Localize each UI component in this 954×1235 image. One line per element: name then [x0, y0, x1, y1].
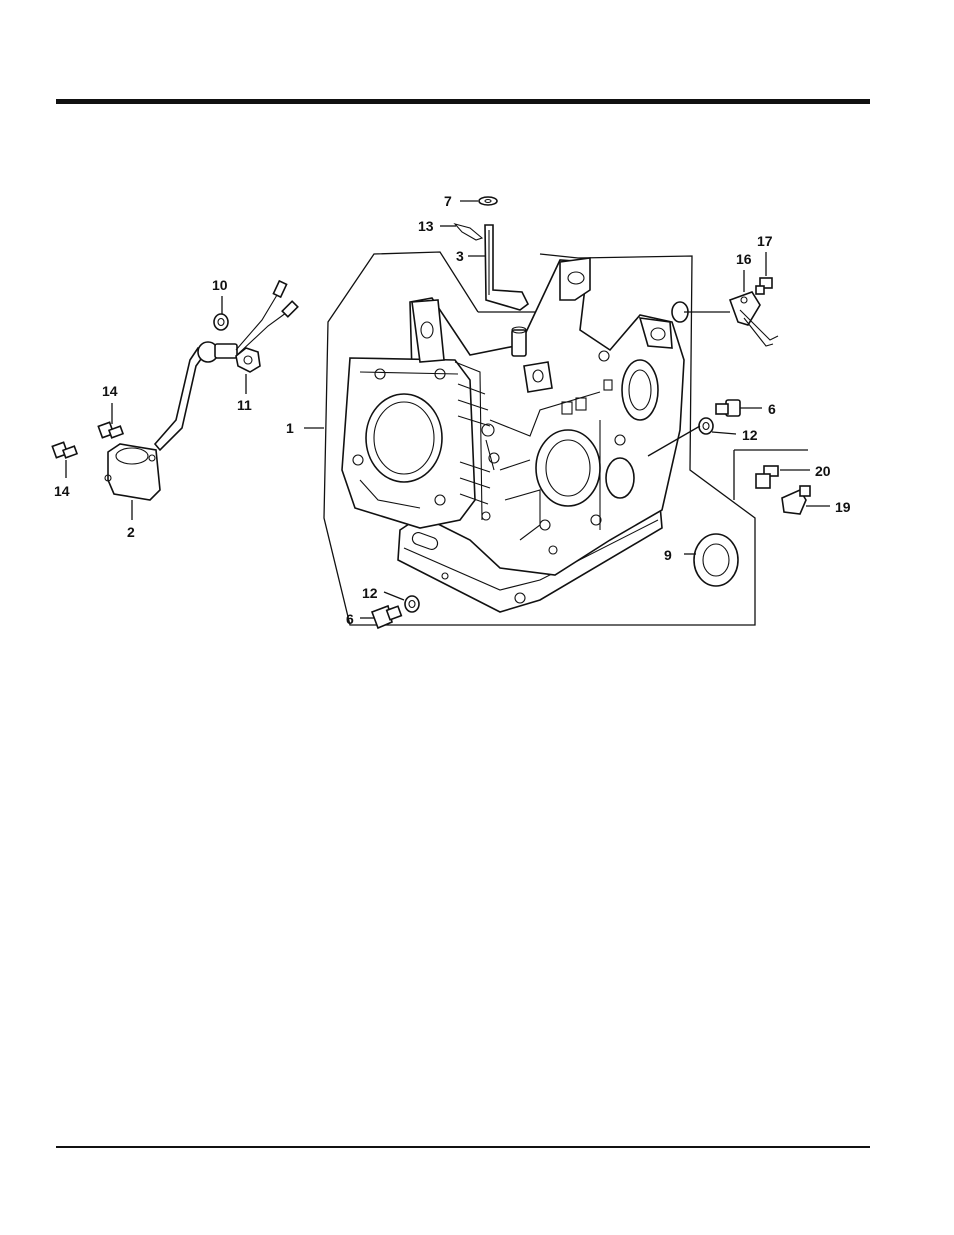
callout-17: 17 [757, 233, 773, 249]
clip-13 [455, 224, 482, 240]
washer-12-lower [405, 596, 419, 612]
washer-12-right [699, 418, 713, 434]
callout-12-lower: 12 [362, 585, 378, 601]
bolt-6-right [716, 400, 740, 416]
callout-20: 20 [815, 463, 831, 479]
fitting-19 [782, 486, 810, 514]
callout-11: 11 [237, 397, 252, 413]
bolt-14-upper [98, 422, 123, 438]
callout-6-right: 6 [768, 401, 776, 417]
oil-alert-switch-16 [730, 292, 778, 346]
washer-7 [479, 197, 497, 205]
callout-16: 16 [736, 251, 752, 267]
callout-1: 1 [286, 420, 294, 436]
callout-14-lower: 14 [54, 483, 70, 499]
bolt-14-lower [52, 442, 77, 458]
crankcase [342, 258, 684, 612]
callout-14-upper: 14 [102, 383, 118, 399]
callout-12-right: 12 [742, 427, 758, 443]
callout-19: 19 [835, 499, 851, 515]
bolt-17 [756, 278, 772, 294]
callout-7: 7 [444, 193, 452, 209]
oil-seal-9 [694, 534, 738, 586]
callout-10: 10 [212, 277, 228, 293]
fitting-20 [756, 466, 778, 488]
callout-6-lower: 6 [346, 611, 354, 627]
callout-13: 13 [418, 218, 434, 234]
callout-2: 2 [127, 524, 135, 540]
oil-pipe-assembly [105, 281, 298, 500]
governor-arm [485, 225, 528, 310]
nut-11 [236, 348, 260, 372]
callout-3: 3 [456, 248, 464, 264]
washer-10 [214, 314, 228, 330]
callout-9: 9 [664, 547, 672, 563]
